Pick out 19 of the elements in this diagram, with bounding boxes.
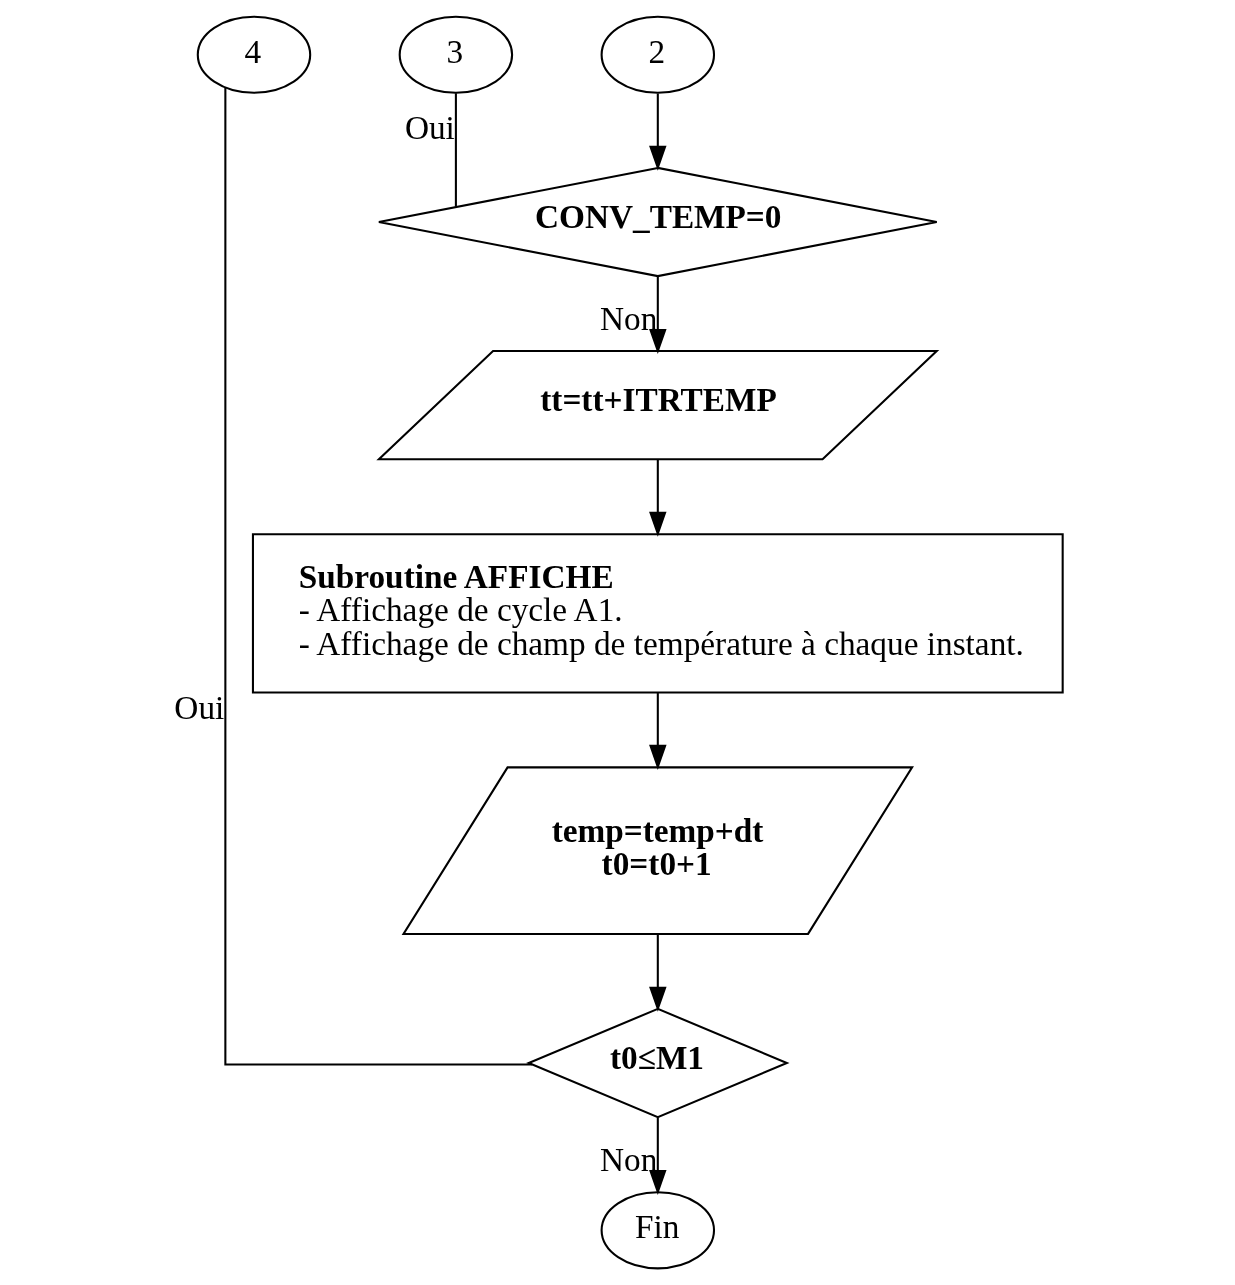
arrow [648,93,667,171]
arrow [648,1117,667,1195]
arrow [648,933,667,1012]
node-diamond: t0≤M1 [525,1007,790,1119]
node-ellipse: 3 [398,15,513,94]
node-diamond: CONV_TEMP=0 [377,166,938,278]
node-ellipse: 2 [600,15,715,94]
arrow [648,277,667,355]
connector [454,93,457,207]
node-ellipse: 4 [196,15,311,94]
node-box: Subroutine AFFICHE - Affichage de cycle A1. - Affichage de champ de température à chaque instant. [251,533,1064,694]
node-ellipse: Fin [600,1191,715,1270]
edge-label: Oui [173,688,224,726]
edge-label: Oui [404,109,455,147]
edge-label: Non [599,1141,657,1179]
connector [223,87,532,1066]
arrow [648,693,667,770]
edge-label: Non [599,300,657,338]
arrow [648,459,667,537]
